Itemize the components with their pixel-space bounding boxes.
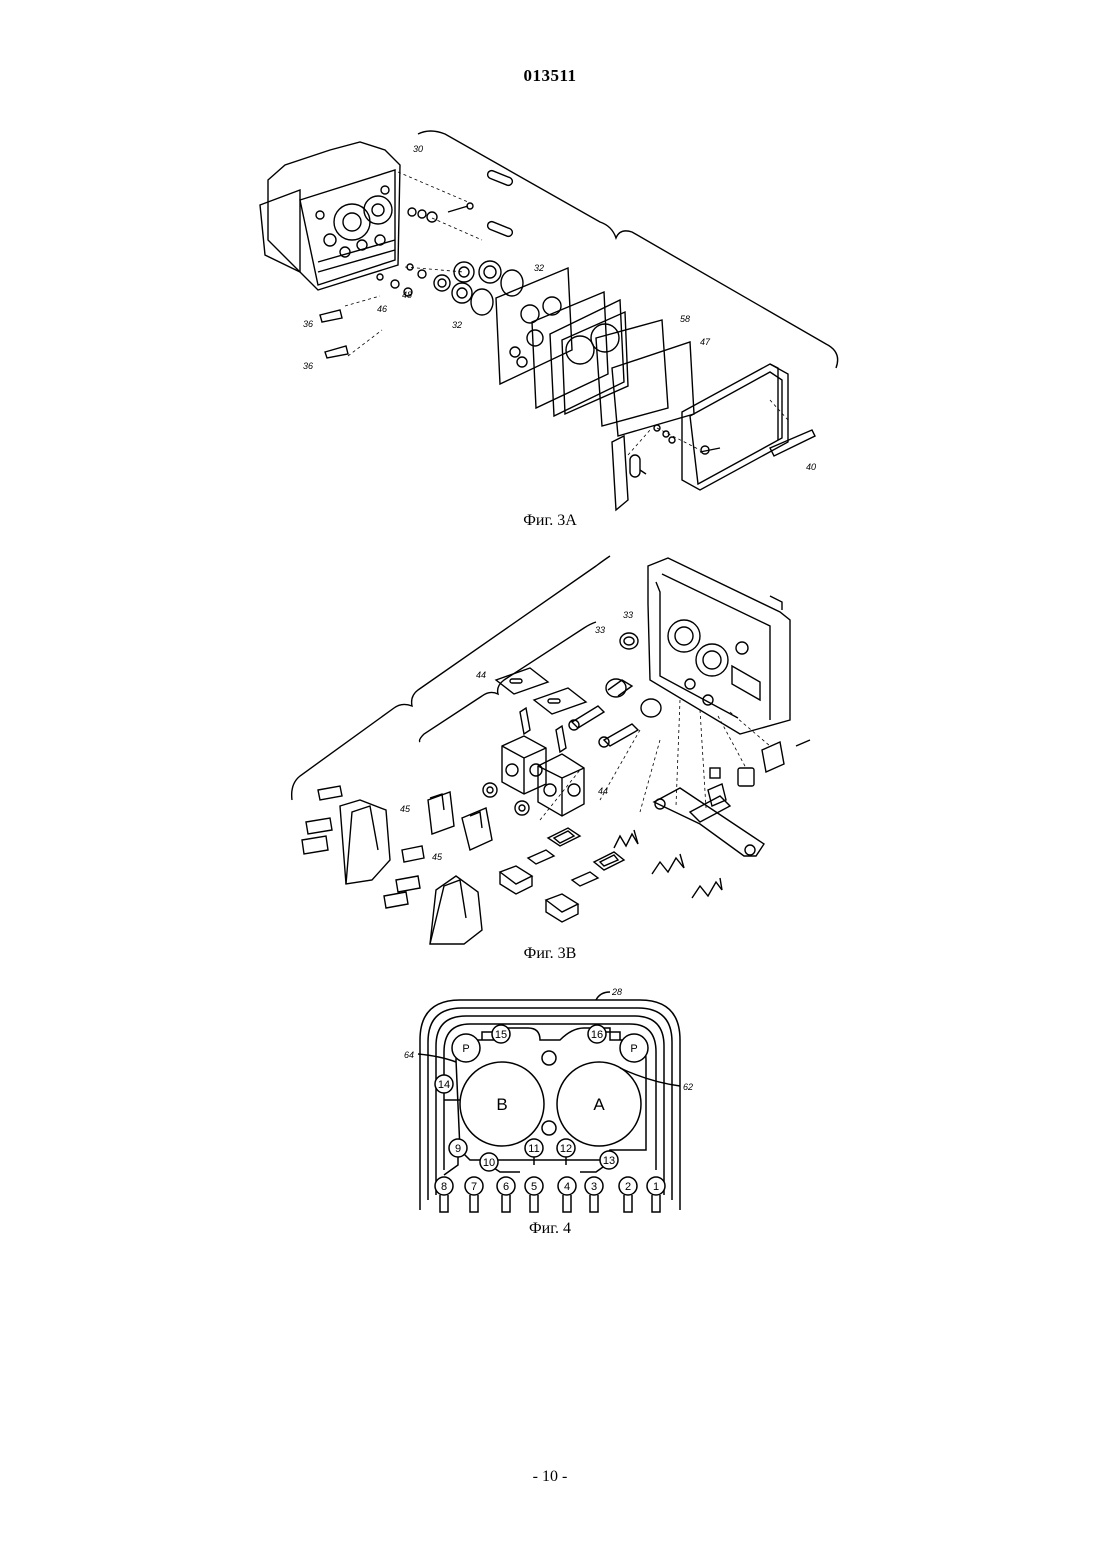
label-28: 28: [611, 987, 622, 997]
port-14: 14: [438, 1079, 450, 1091]
port-8: 8: [441, 1181, 447, 1193]
port-16: 16: [591, 1029, 603, 1041]
port-7: 7: [471, 1181, 477, 1193]
caption-fig-4: Фиг. 4: [0, 1220, 1100, 1238]
port-3: 3: [591, 1181, 597, 1193]
port-2: 2: [625, 1181, 631, 1193]
pressure-port-right: P: [630, 1043, 637, 1055]
port-10: 10: [483, 1157, 495, 1169]
port-6: 6: [503, 1181, 509, 1193]
label-62: 62: [683, 1082, 693, 1092]
port-5: 5: [531, 1181, 537, 1193]
port-4: 4: [564, 1181, 570, 1193]
port-11: 11: [528, 1143, 539, 1155]
label-64: 64: [404, 1050, 414, 1060]
chamber-b-label: B: [496, 1095, 507, 1114]
page-number: - 10 -: [0, 1468, 1100, 1486]
port-15: 15: [495, 1029, 507, 1041]
port-9: 9: [455, 1143, 461, 1155]
chamber-a-label: A: [593, 1095, 605, 1114]
port-12: 12: [560, 1143, 572, 1155]
port-13: 13: [603, 1155, 615, 1167]
pressure-port-left: P: [462, 1043, 469, 1055]
port-1: 1: [653, 1181, 659, 1193]
